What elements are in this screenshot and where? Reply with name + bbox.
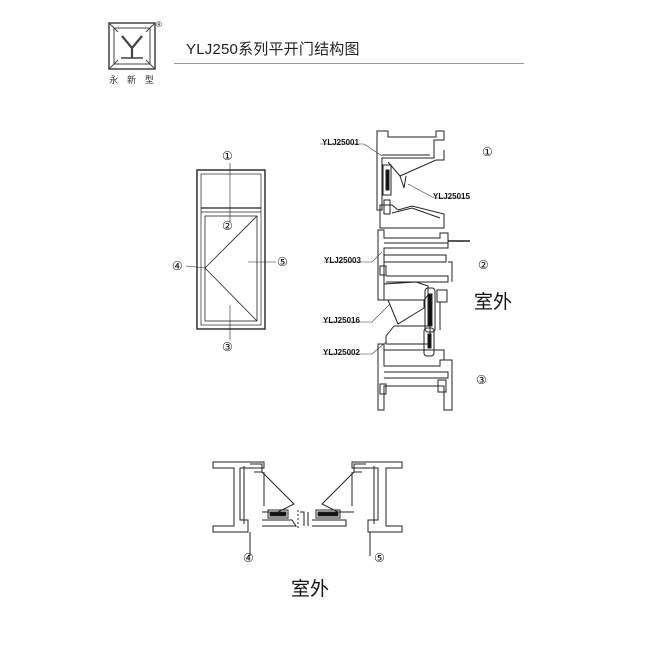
door-elevation — [185, 163, 276, 340]
part-label-ylj25002: YLJ25002 — [323, 348, 360, 357]
brand-logo — [108, 22, 156, 70]
marker-5-elevation: ⑤ — [277, 255, 288, 269]
page-title: YLJ250系列平开门结构图 — [186, 41, 360, 58]
part-label-ylj25003: YLJ25003 — [324, 256, 361, 265]
marker-4-section: ④ — [243, 551, 254, 565]
marker-1-elevation: ① — [222, 149, 233, 163]
vertical-section-profiles — [376, 130, 470, 411]
marker-2-section: ② — [478, 258, 489, 272]
marker-1-section: ① — [482, 145, 493, 159]
part-label-ylj25015: YLJ25015 — [433, 192, 470, 201]
marker-3-elevation: ③ — [222, 340, 233, 354]
horizontal-section-profiles — [212, 461, 403, 556]
marker-2-elevation: ② — [222, 219, 233, 233]
title-underline — [174, 63, 524, 64]
outside-label-horizontal: 室外 — [291, 578, 329, 600]
part-label-ylj25001: YLJ25001 — [322, 138, 359, 147]
part-label-ylj25016: YLJ25016 — [323, 316, 360, 325]
outside-label-vertical: 室外 — [474, 291, 512, 313]
section-leader-lines — [320, 143, 470, 355]
registered-mark: ® — [156, 20, 162, 29]
marker-3-section: ③ — [476, 373, 487, 387]
brand-text: 永 新 型 — [109, 76, 157, 86]
marker-4-elevation: ④ — [172, 259, 183, 273]
marker-5-section: ⑤ — [374, 551, 385, 565]
